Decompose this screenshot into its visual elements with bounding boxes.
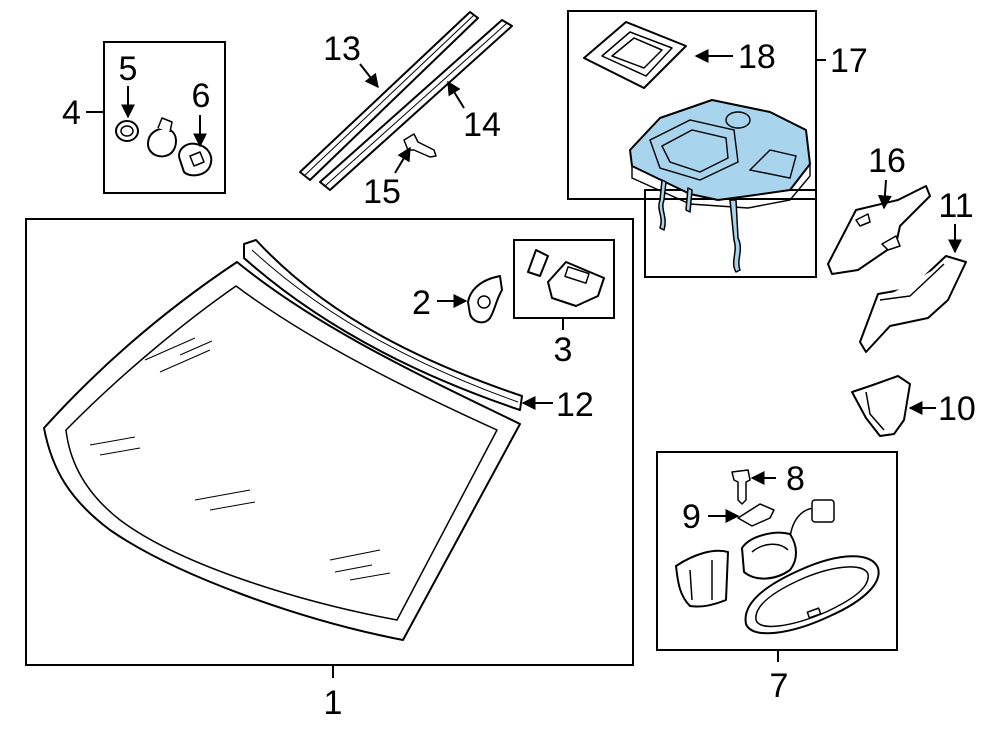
sensor-wire-a xyxy=(658,179,667,231)
windshield-group: 1 12 2 3 xyxy=(25,218,634,722)
mirror-connector xyxy=(811,499,835,523)
sensor-part-3b[interactable] xyxy=(547,261,605,307)
clip-part-9[interactable] xyxy=(737,503,775,527)
callout-14: 14 xyxy=(463,106,501,144)
callout-17: 17 xyxy=(830,42,868,80)
mirror-mount[interactable] xyxy=(741,531,797,580)
clip-part-15[interactable] xyxy=(403,133,437,158)
mirror-group: 7 8 9 xyxy=(656,451,898,705)
callout-15: 15 xyxy=(363,173,401,211)
sensor-wire-c xyxy=(729,199,742,273)
clip-kit-group: 4 5 6 xyxy=(62,41,226,194)
callout-12: 12 xyxy=(556,386,594,424)
callout-5: 5 xyxy=(119,50,138,88)
callout-2: 2 xyxy=(412,284,431,322)
callout-18: 18 xyxy=(738,38,776,76)
callout-4: 4 xyxy=(62,94,81,132)
windshield-inner-edge xyxy=(65,285,498,621)
callout-13: 13 xyxy=(323,30,361,68)
callout-16: 16 xyxy=(868,142,906,180)
trim-pieces-group: 16 11 10 xyxy=(827,142,976,437)
trim-part-10[interactable] xyxy=(851,375,911,437)
mirror-cover[interactable] xyxy=(675,549,729,608)
screw-part-8[interactable] xyxy=(731,469,751,505)
windshield-glare xyxy=(89,337,391,581)
callout-6: 6 xyxy=(192,77,211,115)
sensor-part-3a[interactable] xyxy=(527,249,549,277)
sensor-housing-box xyxy=(567,10,817,200)
callout-11: 11 xyxy=(938,187,973,225)
clip-part-middle[interactable] xyxy=(147,127,177,158)
cowl-strips-group: 13 14 15 xyxy=(299,11,513,211)
callout-8: 8 xyxy=(786,460,805,498)
callout-1: 1 xyxy=(324,684,343,722)
sensor-housing-group: 17 18 xyxy=(567,10,868,278)
sensor-housing-part[interactable] xyxy=(629,99,811,201)
clip-kit-box xyxy=(103,41,226,194)
sensor-wire-b xyxy=(685,187,693,213)
trim-part-16[interactable] xyxy=(827,185,931,275)
trim-part-11[interactable] xyxy=(859,255,967,353)
callout-7: 7 xyxy=(770,667,789,705)
callout-9: 9 xyxy=(682,498,701,536)
callout-3: 3 xyxy=(554,331,573,369)
callout-10: 10 xyxy=(938,390,976,428)
windshield-box xyxy=(25,218,634,666)
